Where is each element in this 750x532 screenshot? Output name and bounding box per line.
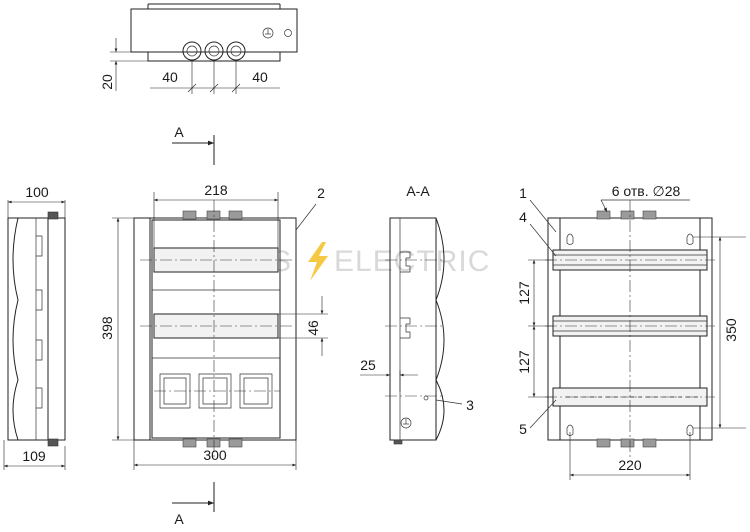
side-gland-top <box>47 211 59 220</box>
dim-46-label: 46 <box>305 320 321 336</box>
watermark-bolt-icon <box>308 242 328 281</box>
callout-4-leader <box>529 223 557 257</box>
keyhole-bottom-left-icon <box>566 424 574 436</box>
section-marker-top: A <box>172 124 215 165</box>
dim-350-label: 350 <box>723 318 739 342</box>
dim-100-label: 100 <box>25 184 49 200</box>
section-ground-terminal-icon <box>400 417 412 429</box>
back-gland-top-2 <box>620 210 635 220</box>
front-gland-bottom-1 <box>182 438 197 448</box>
section-door-curve <box>435 217 445 441</box>
cable-entry-2 <box>204 41 224 61</box>
callout-1-leader <box>529 199 557 233</box>
dim-398-label: 398 <box>99 316 115 340</box>
dim-40-tick-1 <box>187 83 197 93</box>
section-hole <box>423 395 429 401</box>
side-view-clips <box>36 235 43 409</box>
callout-1: 1 <box>519 185 527 201</box>
keyhole-top-left-icon <box>566 233 574 245</box>
top-view-hole <box>284 29 292 37</box>
keyhole-bottom-right-icon <box>686 424 694 436</box>
callout-2: 2 <box>317 185 325 201</box>
cable-entry-3-inner <box>230 45 242 57</box>
back-gland-bottom-3 <box>642 438 657 448</box>
side-view-door-curve <box>12 217 19 441</box>
dim-127-lower-label: 127 <box>516 350 532 374</box>
front-gland-top-3 <box>228 210 243 220</box>
ground-terminal-icon <box>262 27 274 39</box>
cable-entry-1-inner <box>186 45 198 57</box>
back-gland-bottom-1 <box>596 438 611 448</box>
dim-40-tick-2 <box>209 83 219 93</box>
back-gland-top-1 <box>596 210 611 220</box>
front-gland-top-1 <box>182 210 197 220</box>
front-view-panel <box>151 219 281 439</box>
front-gland-bottom-2 <box>206 438 221 448</box>
top-view: 20 40 40 <box>99 3 298 94</box>
dim-20-label: 20 <box>99 74 115 90</box>
dim-40-tick-3 <box>231 83 241 93</box>
dim-218-label: 218 <box>204 182 228 198</box>
callout-5-leader <box>529 399 557 429</box>
section-marker-bottom: A <box>172 482 215 527</box>
dim-40-left-label: 40 <box>162 69 178 85</box>
dim-40-right-label: 40 <box>252 69 268 85</box>
side-view-body <box>7 217 66 441</box>
callout-2-leader <box>295 203 317 231</box>
callout-3-leader <box>435 399 463 405</box>
back-view: 127 127 350 220 6 отв. ∅28 1 4 5 <box>516 183 746 480</box>
side-view: 100 109 <box>3 184 66 470</box>
callout-3: 3 <box>466 397 474 413</box>
front-view: 218 398 300 46 2 <box>99 182 328 470</box>
side-gland-bottom <box>47 438 59 447</box>
callout-5: 5 <box>519 421 527 437</box>
section-body <box>389 217 437 441</box>
dim-300-label: 300 <box>203 447 227 463</box>
section-title: A-A <box>406 183 430 199</box>
cable-entry-3 <box>226 41 246 61</box>
dim-127-upper-label: 127 <box>516 281 532 305</box>
section-view: A-A 25 3 <box>360 183 474 445</box>
knockout-3 <box>239 373 273 409</box>
knockout-2 <box>198 373 232 409</box>
dim-25-label: 25 <box>360 357 376 373</box>
section-rail-2 <box>400 317 411 339</box>
cable-entry-2-inner <box>208 45 220 57</box>
dim-220-label: 220 <box>618 457 642 473</box>
front-gland-top-2 <box>206 210 221 220</box>
back-gland-top-3 <box>642 210 657 220</box>
keyhole-top-right-icon <box>686 233 694 245</box>
watermark-text-right: ELECTRIC <box>334 245 490 278</box>
callout-4: 4 <box>519 209 527 225</box>
knockout-1 <box>159 373 191 409</box>
holes-callout-leader <box>600 199 608 213</box>
dim-109-label: 109 <box>22 448 46 464</box>
section-foot <box>393 439 403 445</box>
holes-callout: 6 отв. ∅28 <box>612 183 681 199</box>
cable-entry-1 <box>182 41 202 61</box>
section-label-top: A <box>174 124 184 140</box>
section-rail-1 <box>400 251 411 273</box>
back-gland-bottom-2 <box>620 438 635 448</box>
section-label-bottom: A <box>174 511 184 527</box>
front-gland-bottom-3 <box>228 438 243 448</box>
